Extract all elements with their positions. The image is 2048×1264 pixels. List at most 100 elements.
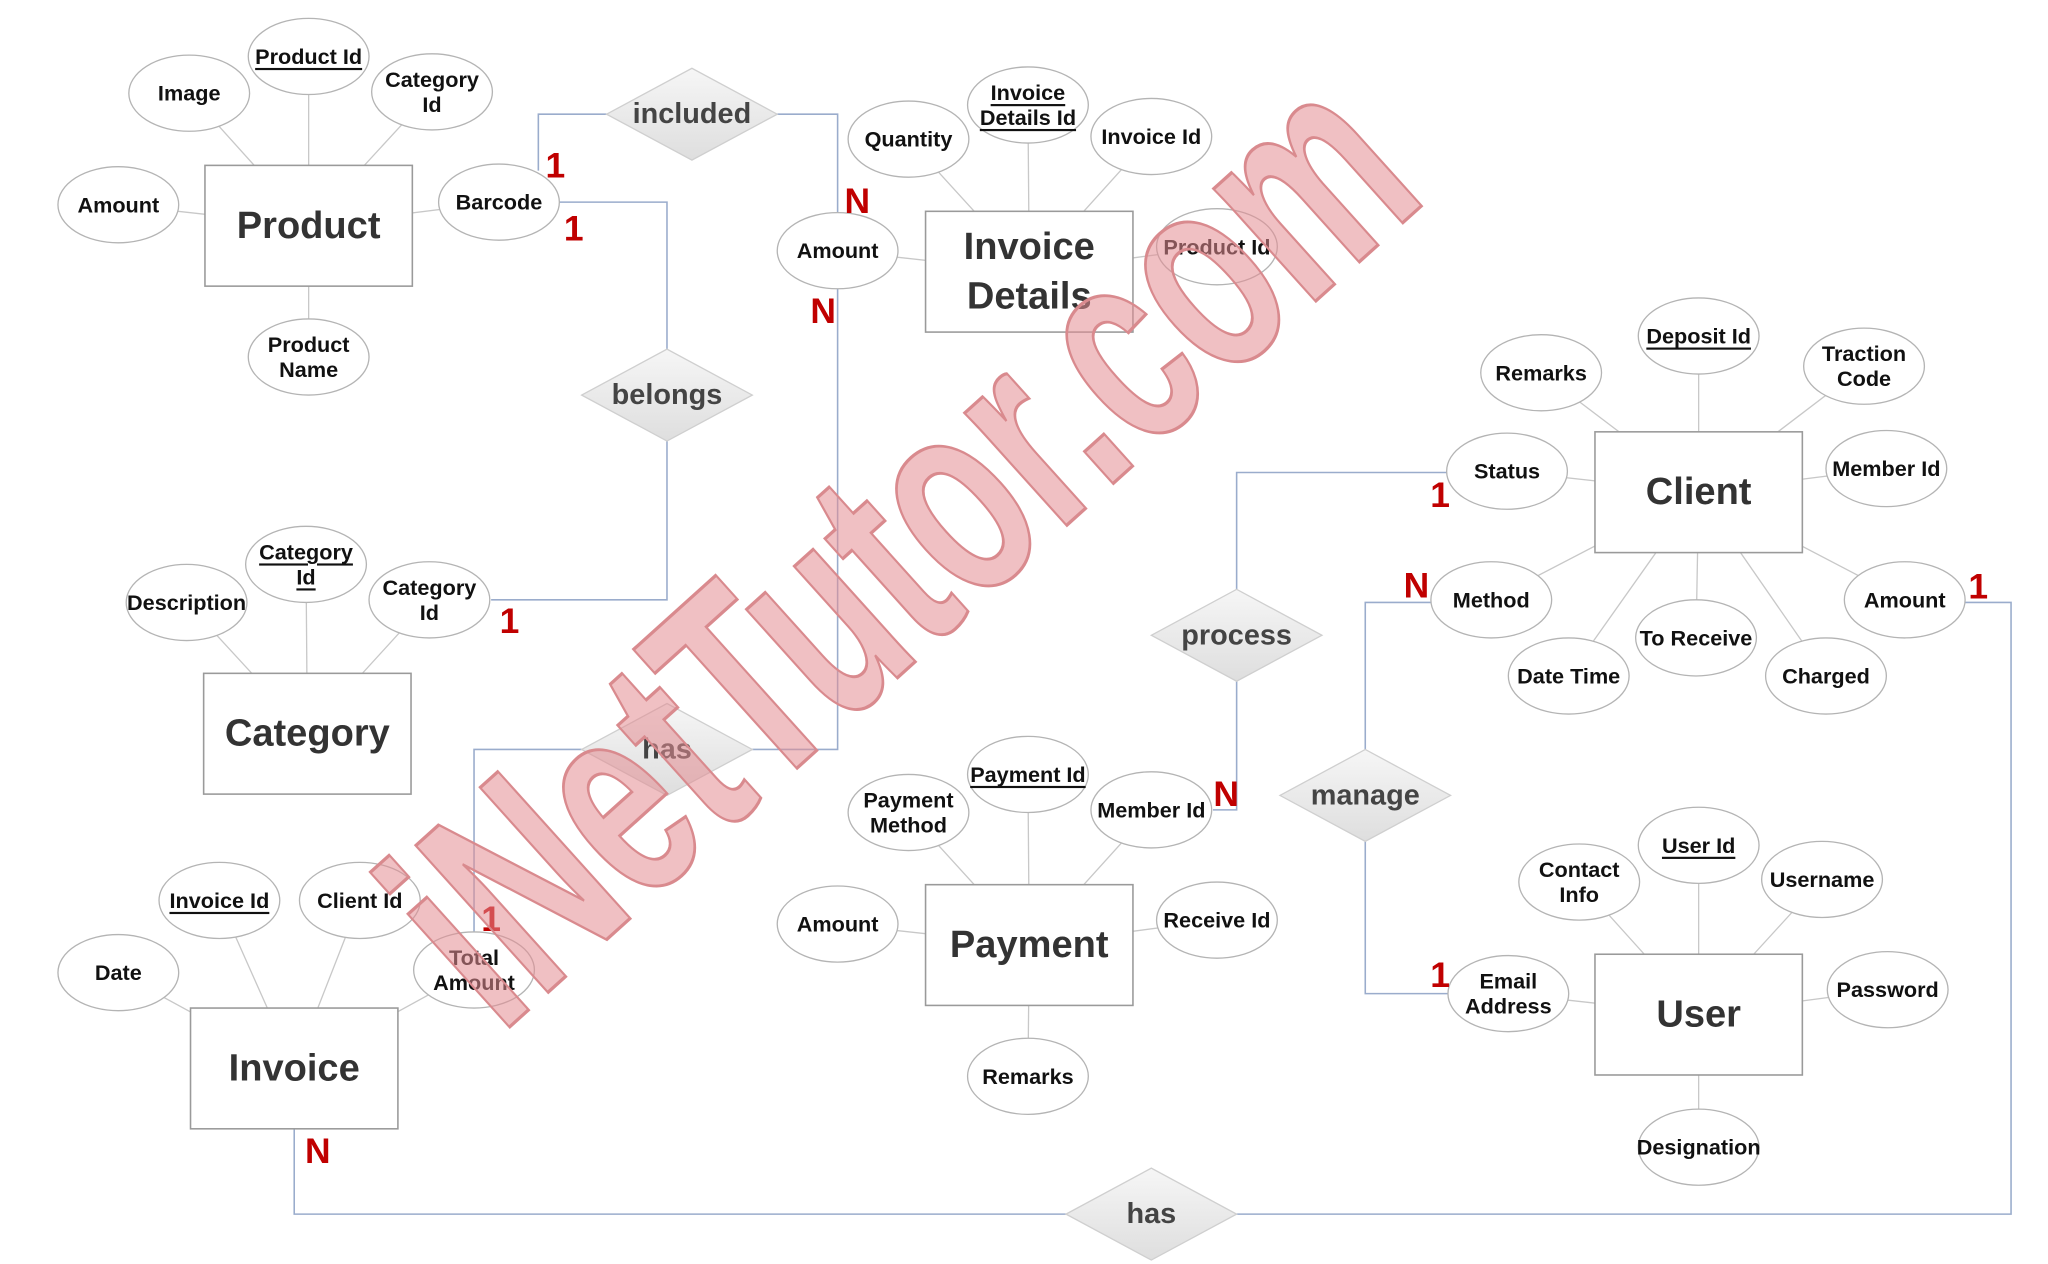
attribute-ellipse <box>247 318 370 396</box>
entity-product[interactable]: Product <box>204 164 414 287</box>
attribute-ellipse <box>128 54 251 132</box>
connector-line <box>473 748 582 932</box>
attribute-ellipse <box>1507 637 1630 715</box>
attribute-user-5[interactable]: Designation <box>1637 1108 1761 1186</box>
attribute-product-4[interactable]: Barcode <box>437 163 561 241</box>
relationship-included[interactable]: included <box>605 67 779 161</box>
attribute-client-4[interactable]: Member Id <box>1825 429 1948 508</box>
attribute-product-1[interactable]: Product Id <box>247 17 370 96</box>
attribute-invoice-details-0[interactable]: Quantity <box>847 100 970 178</box>
attribute-client-1[interactable]: Deposit Id <box>1637 297 1760 375</box>
attribute-client-0[interactable]: Remarks <box>1480 334 1603 412</box>
entity-box <box>202 672 412 795</box>
attribute-ellipse <box>1761 840 1884 919</box>
attribute-client-3[interactable]: Status <box>1445 432 1569 510</box>
connector-line <box>777 113 839 213</box>
attribute-payment-4[interactable]: Receive Id <box>1155 881 1278 959</box>
attribute-client-8[interactable]: Date Time <box>1507 637 1630 715</box>
label-text: Client <box>1646 471 1752 513</box>
cardinality-label: 1 <box>564 208 584 248</box>
relationship-belongs[interactable]: belongs <box>580 348 754 442</box>
attribute-ellipse <box>1637 297 1760 375</box>
relationship-label: included <box>633 98 752 130</box>
connector-line <box>752 288 839 751</box>
label-text: Category <box>385 67 479 92</box>
attribute-ellipse <box>1803 327 1926 405</box>
cardinality-label: N <box>1404 565 1430 605</box>
relationship-diamond <box>580 702 754 797</box>
attribute-category-0[interactable]: Description <box>125 563 248 642</box>
relationship-has-payment[interactable]: has <box>580 702 754 797</box>
attribute-invoice-details-2[interactable]: Invoice Id <box>1090 97 1213 176</box>
attribute-client-5[interactable]: Method <box>1430 561 1553 639</box>
attribute-product-3[interactable]: Amount <box>57 166 180 244</box>
label-text: Invoice <box>229 1047 360 1089</box>
cardinality-label: N <box>845 181 871 221</box>
relationship-manage[interactable]: manage <box>1278 748 1452 843</box>
attribute-user-4[interactable]: Password <box>1826 950 1949 1029</box>
attribute-ellipse <box>1155 881 1278 959</box>
attribute-payment-3[interactable]: Amount <box>776 885 899 963</box>
attribute-payment-5[interactable]: Remarks <box>966 1037 1089 1116</box>
attribute-user-2[interactable]: Username <box>1761 840 1884 919</box>
relationship-diamond <box>1278 748 1452 843</box>
label-text: Description <box>127 590 246 615</box>
label-text: Email <box>1479 969 1537 994</box>
entity-client[interactable]: Client <box>1594 431 1804 554</box>
entity-user[interactable]: User <box>1594 953 1804 1076</box>
label-text: Details Id <box>980 105 1076 130</box>
attribute-ellipse <box>1826 950 1949 1029</box>
label-text: Product Id <box>1163 234 1270 259</box>
attribute-invoice-2[interactable]: Client Id <box>298 861 421 940</box>
cardinality-label: N <box>810 291 836 331</box>
attribute-invoice-details-3[interactable]: Amount <box>776 211 899 290</box>
relationship-process[interactable]: process <box>1149 588 1324 682</box>
attribute-ellipse <box>1090 771 1213 849</box>
label-text: Payment <box>950 924 1109 966</box>
label-text: Date <box>95 960 142 985</box>
label-text: Name <box>279 357 338 382</box>
label-text: User <box>1656 994 1741 1036</box>
attribute-invoice-details-4[interactable]: Product Id <box>1155 208 1278 286</box>
attribute-ellipse <box>1430 561 1553 639</box>
attribute-ellipse <box>125 563 248 642</box>
attribute-product-0[interactable]: Image <box>128 54 251 132</box>
cardinality-label: 1 <box>1430 475 1450 515</box>
entity-category[interactable]: Category <box>202 672 412 795</box>
connector-line <box>491 441 668 601</box>
label-text: Barcode <box>456 190 543 215</box>
attribute-client-6[interactable]: Amount <box>1843 561 1966 639</box>
relationship-diamond <box>605 67 779 161</box>
relationship-has-invoice[interactable]: has <box>1064 1167 1239 1261</box>
entity-payment[interactable]: Payment <box>924 883 1134 1007</box>
label-text: Member Id <box>1097 797 1205 822</box>
attribute-client-9[interactable]: Charged <box>1764 637 1888 715</box>
attribute-ellipse <box>847 100 970 178</box>
attribute-invoice-0[interactable]: Date <box>57 933 180 1012</box>
entity-box <box>204 164 414 287</box>
attribute-invoice-1[interactable]: Invoice Id <box>158 861 281 940</box>
label-text: Info <box>1559 882 1599 907</box>
attribute-payment-1[interactable]: Payment Id <box>966 735 1089 814</box>
attribute-user-1[interactable]: User Id <box>1637 806 1760 885</box>
entity-box <box>924 210 1134 333</box>
label-text: Method <box>1453 587 1530 612</box>
cardinality-label: 1 <box>500 601 520 641</box>
attribute-client-7[interactable]: To Receive <box>1634 599 1758 677</box>
label-text: Amount <box>1864 587 1946 612</box>
relationship-diamond <box>580 348 754 442</box>
attribute-payment-2[interactable]: Member Id <box>1090 771 1213 849</box>
entity-invoice[interactable]: Invoice <box>189 1007 399 1130</box>
attribute-ellipse <box>1447 954 1570 1033</box>
